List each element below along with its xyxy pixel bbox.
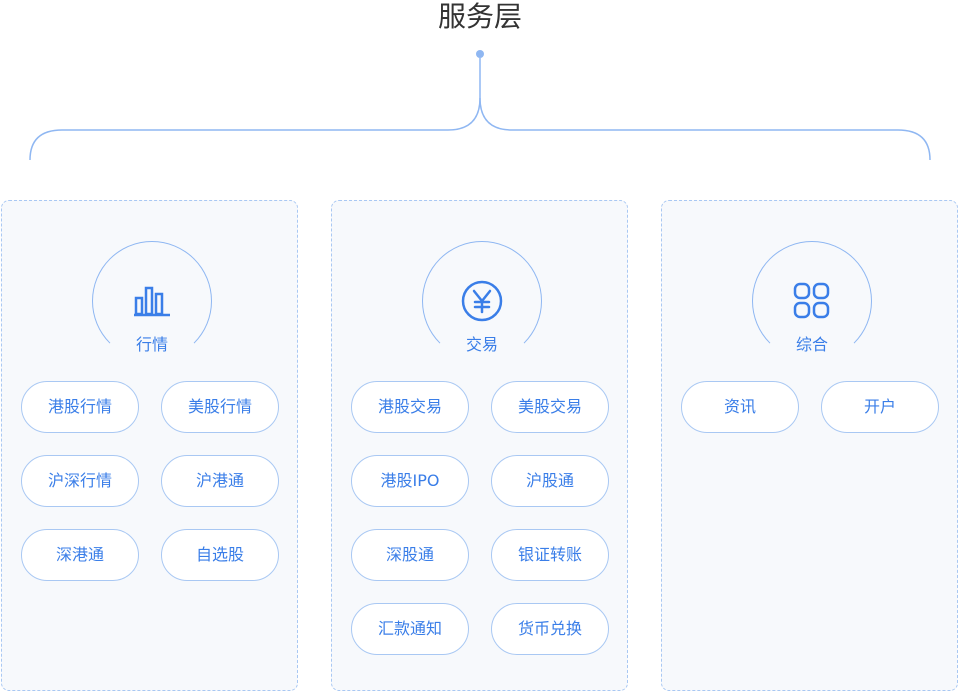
category-arc xyxy=(92,241,212,361)
yen-icon xyxy=(460,279,504,323)
service-item[interactable]: 货币兑换 xyxy=(491,603,609,655)
service-item[interactable]: 汇款通知 xyxy=(351,603,469,655)
category-label-market: 行情 xyxy=(135,335,168,354)
diagram-title: 服务层 xyxy=(437,0,522,33)
service-item[interactable]: 深股通 xyxy=(351,529,469,581)
service-item[interactable]: 自选股 xyxy=(161,529,279,581)
service-item[interactable]: 美股行情 xyxy=(161,381,279,433)
column-market: 行情 港股行情 美股行情 沪深行情 沪港通 深港通 自选股 xyxy=(1,200,298,691)
service-item[interactable]: 沪股通 xyxy=(491,455,609,507)
service-item[interactable]: 资讯 xyxy=(681,381,799,433)
service-item[interactable]: 开户 xyxy=(821,381,939,433)
service-item[interactable]: 港股交易 xyxy=(351,381,469,433)
bar-chart-icon xyxy=(130,279,174,323)
category-arc xyxy=(422,241,542,361)
service-item[interactable]: 沪港通 xyxy=(161,455,279,507)
category-arc xyxy=(752,241,872,361)
service-item[interactable]: 美股交易 xyxy=(491,381,609,433)
category-label-general: 综合 xyxy=(795,335,828,354)
category-label-trading: 交易 xyxy=(465,335,498,354)
service-item[interactable]: 港股行情 xyxy=(21,381,139,433)
column-general: 综合 资讯 开户 xyxy=(661,200,958,691)
brace-connector xyxy=(29,50,931,161)
column-trading: 交易 港股交易 美股交易 港股IPO 沪股通 深股通 银证转账 汇款通知 货币兑… xyxy=(331,200,628,691)
grid-icon xyxy=(790,279,834,323)
service-item[interactable]: 沪深行情 xyxy=(21,455,139,507)
service-item[interactable]: 银证转账 xyxy=(491,529,609,581)
service-item[interactable]: 深港通 xyxy=(21,529,139,581)
service-item[interactable]: 港股IPO xyxy=(351,455,469,507)
